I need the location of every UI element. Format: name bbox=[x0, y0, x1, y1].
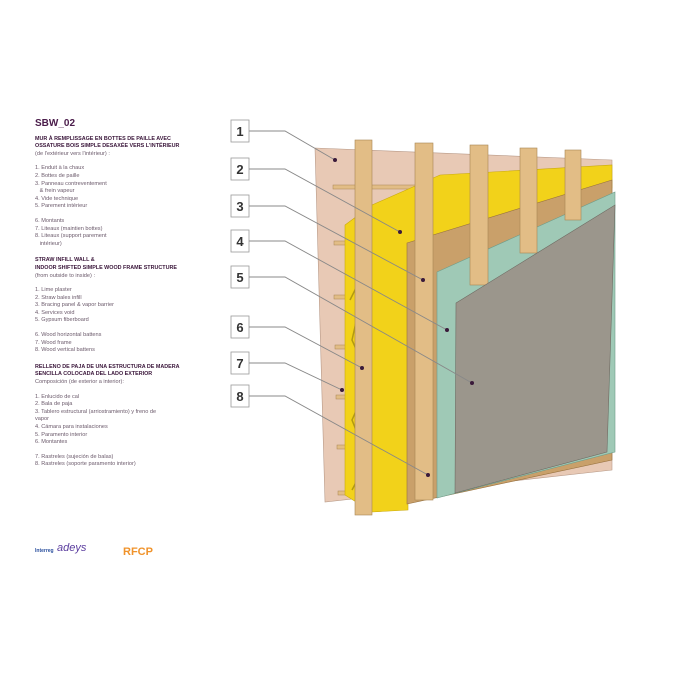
legend-item: 3. Tablero estructural (arriostramiento)… bbox=[35, 408, 157, 415]
section-title: SENCILLA COLOCADA DEL LADO EXTERIOR bbox=[35, 371, 153, 378]
arrow-head-icon bbox=[445, 328, 449, 332]
section-title: STRAW INFILL WALL & bbox=[35, 257, 95, 264]
section-subtitle: (de l'extérieur vers l'intérieur) : bbox=[35, 150, 110, 157]
legend-item: 6. Montants bbox=[35, 217, 65, 224]
legend-section: MUR À REMPLISSAGE EN BOTTES DE PAILLE AV… bbox=[35, 136, 225, 249]
callout-box bbox=[230, 265, 250, 289]
legend-item: 1. Enlucido de cal bbox=[35, 393, 80, 400]
legend-section: STRAW INFILL WALL &INDOOR SHIFTED SIMPLE… bbox=[35, 257, 225, 355]
legend-item: 1. Lime plaster bbox=[35, 287, 72, 294]
leader-line bbox=[249, 240, 448, 331]
callout-number: 2 bbox=[236, 162, 243, 177]
arrow-head-icon bbox=[421, 278, 425, 282]
callout-5: 5 bbox=[230, 265, 474, 385]
callout-number: 7 bbox=[236, 356, 243, 371]
callout-3: 3 bbox=[230, 194, 425, 282]
section-title: MUR À REMPLISSAGE EN BOTTES DE PAILLE AV… bbox=[35, 135, 171, 142]
section-title: RELLENO DE PAJA DE UNA ESTRUCTURA DE MAD… bbox=[35, 363, 180, 370]
legend-item: 6. Montantes bbox=[35, 439, 68, 446]
legend-item: vapor bbox=[35, 416, 49, 423]
callout-group: 1 2 3 4 5 6 7 8 bbox=[230, 119, 474, 477]
legend-item: 1. Enduit à la chaux bbox=[35, 165, 85, 172]
logo-adeys: adeys bbox=[57, 542, 87, 554]
legend-item: 4. Cámara para instalaciones bbox=[35, 424, 108, 430]
partner-logos: Interreg adeys RFCP bbox=[35, 540, 165, 570]
legend-item: 5. Parement intérieur bbox=[35, 203, 88, 210]
legend-item: 2. Bottes de paille bbox=[35, 172, 80, 179]
legend-item: 7. Liteaux (maintien bottes) bbox=[35, 225, 103, 232]
callout-box bbox=[230, 229, 250, 253]
callout-number: 5 bbox=[236, 270, 243, 285]
section-title: INDOOR SHIFTED SIMPLE WOOD FRAME STRUCTU… bbox=[35, 264, 177, 271]
interior-board-layer bbox=[454, 204, 616, 494]
arrow-head-icon bbox=[360, 366, 364, 370]
callout-box bbox=[230, 351, 250, 375]
legend-item: & frein vapeur bbox=[35, 188, 75, 195]
callout-number: 4 bbox=[236, 234, 244, 249]
callout-number: 3 bbox=[236, 199, 243, 214]
logo-rfcp: RFCP bbox=[123, 546, 153, 558]
legend-item: 3. Bracing panel & vapor barrier bbox=[35, 302, 114, 309]
legend-item: 3. Panneau contreventement bbox=[35, 180, 107, 187]
callout-box bbox=[230, 194, 250, 218]
callout-1: 1 bbox=[230, 119, 337, 162]
legend-item: 8. Liteaux (support parement bbox=[35, 233, 107, 240]
legend-section: RELLENO DE PAJA DE UNA ESTRUCTURA DE MAD… bbox=[35, 364, 225, 469]
callout-number: 6 bbox=[236, 320, 243, 335]
callout-4: 4 bbox=[230, 229, 449, 332]
legend-item: 8. Rastreles (soporte paramento interior… bbox=[35, 461, 136, 468]
section-subtitle: (from outside to inside) : bbox=[35, 272, 96, 279]
callout-7: 7 bbox=[230, 351, 344, 392]
logo-interreg: Interreg bbox=[35, 548, 54, 554]
legend-item: 6. Wood horizontal battens bbox=[35, 332, 102, 339]
legend-item: 2. Bala de paja bbox=[35, 401, 73, 408]
callout-2: 2 bbox=[230, 157, 402, 234]
callout-box bbox=[230, 384, 250, 408]
legend-item: 5. Gypsum fiberboard bbox=[35, 317, 89, 324]
section-title: OSSATURE BOIS SIMPLE DESAXÉE VERS L'INTÉ… bbox=[35, 143, 180, 150]
product-code: SBW_02 bbox=[35, 118, 76, 129]
callout-8: 8 bbox=[230, 384, 430, 477]
leader-line bbox=[249, 276, 473, 384]
arrow-head-icon bbox=[340, 388, 344, 392]
leader-line bbox=[249, 362, 343, 391]
callout-box bbox=[230, 157, 250, 181]
legend-panel: SBW_02 MUR À REMPLISSAGE EN BOTTES DE PA… bbox=[35, 118, 225, 478]
legend-item: 7. Wood frame bbox=[35, 339, 72, 346]
arrow-head-icon bbox=[470, 381, 474, 385]
callout-box bbox=[230, 315, 250, 339]
leader-line bbox=[249, 130, 336, 161]
legend-item: 4. Vide technique bbox=[35, 195, 79, 202]
legend-item: 2. Straw bales infill bbox=[35, 294, 82, 301]
section-subtitle: Composición (de exterior a interior): bbox=[35, 379, 124, 386]
leader-line bbox=[249, 326, 363, 369]
leader-line bbox=[249, 205, 424, 281]
callout-box bbox=[230, 119, 250, 143]
leader-line bbox=[249, 168, 401, 233]
arrow-head-icon bbox=[333, 158, 337, 162]
wood-studs bbox=[354, 139, 582, 516]
legend-item: intérieur) bbox=[35, 240, 62, 247]
legend-item: 5. Paramento interior bbox=[35, 431, 88, 438]
leader-line bbox=[249, 395, 429, 476]
legend-item: 8. Wood vertical battens bbox=[35, 347, 95, 354]
arrow-head-icon bbox=[426, 473, 430, 477]
callout-number: 1 bbox=[236, 124, 243, 139]
callout-6: 6 bbox=[230, 315, 364, 370]
callout-number: 8 bbox=[236, 389, 243, 404]
arrow-head-icon bbox=[398, 230, 402, 234]
legend-item: 4. Services void bbox=[35, 309, 75, 316]
legend-item: 7. Rastreles (sujeción de balas) bbox=[35, 453, 114, 460]
